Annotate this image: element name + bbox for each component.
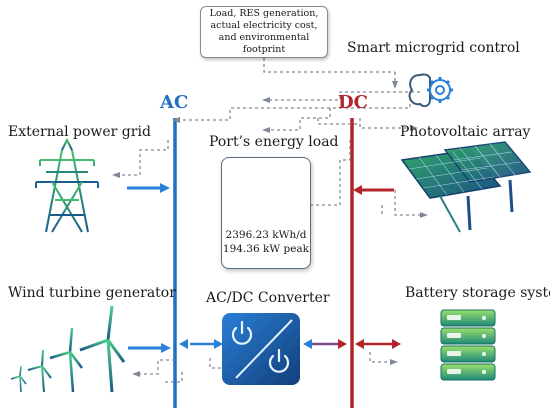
brain-gear-icon (408, 73, 453, 108)
grid-label: External power grid (8, 124, 151, 140)
dc-bus-label: DC (338, 92, 368, 113)
load-peak: 194.36 kW peak (222, 243, 310, 255)
control-label: Smart microgrid control (347, 40, 520, 56)
load-daily: 2396.23 kWh/d (225, 229, 307, 241)
load-box: 2396.23 kWh/d 194.36 kW peak (221, 157, 311, 269)
ac-bus-label: AC (160, 92, 189, 113)
ac-dc-converter-icon (222, 313, 300, 385)
battery-label: Battery storage system (405, 285, 550, 301)
solar-panel-icon (400, 141, 532, 233)
transmission-tower-icon (35, 137, 99, 233)
summary-box: Load, RES generation, actual electricity… (200, 6, 328, 58)
wind-turbines-icon (10, 305, 126, 393)
converter-label: AC/DC Converter (206, 290, 330, 306)
pv-label: Photovoltaic array (400, 124, 531, 140)
summary-text: Load, RES generation, actual electricity… (209, 8, 319, 55)
control-links (120, 58, 420, 383)
load-label: Port’s energy load (209, 134, 339, 150)
power-arrows (127, 183, 401, 353)
battery-stack-icon (440, 309, 496, 381)
wind-label: Wind turbine generator (8, 285, 176, 301)
